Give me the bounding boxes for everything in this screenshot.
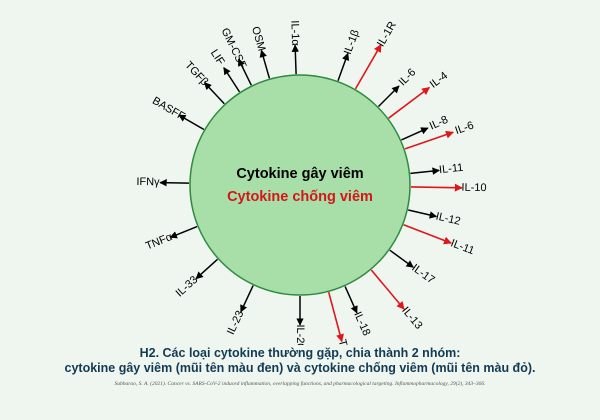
arrow-anti-4: [388, 86, 431, 119]
arrow-pro-3: [377, 85, 400, 108]
cytokine-label-15: IL-20: [294, 324, 306, 345]
cytokine-label-4: IL-4: [428, 70, 450, 91]
arrow-pro-17: [195, 258, 219, 280]
cytokine-label-5: IL-8: [428, 114, 450, 133]
cytokine-label-18: TNFα: [144, 231, 175, 253]
cytokine-label-0: IL-1α: [288, 20, 301, 46]
cytokine-label-14: TNFβ: [336, 338, 355, 345]
cytokine-label-6: IL-6: [454, 120, 476, 138]
cytokine-label-22: LIF: [208, 48, 227, 68]
cytokine-label-13: IL-18: [351, 310, 372, 338]
cytokine-diagram: Cytokine gây viêm Cytokine chống viêm IL…: [136, 20, 486, 345]
cytokine-label-3: IL-6: [396, 66, 418, 88]
cytokine-label-21: TGFβ: [182, 59, 210, 88]
pro-inflammatory-title: Cytokine gây viêm: [236, 166, 363, 182]
citation: Subbarao, S. A. (2021). Cancer vs. SARS-…: [114, 381, 486, 387]
arrow-pro-21: [203, 82, 225, 105]
caption-line-2: cytokine gây viêm (mũi tên màu đen) và c…: [64, 361, 536, 375]
cytokine-label-9: IL-12: [435, 210, 462, 227]
arrow-anti-8: [410, 183, 463, 192]
cytokine-label-23: GM-CSF: [219, 26, 249, 71]
arrow-pro-16: [240, 285, 254, 313]
arrow-pro-22: [223, 66, 241, 93]
arrow-pro-9: [408, 209, 438, 219]
arrow-pro-0: [291, 44, 300, 75]
cytokine-label-10: IL-11: [449, 237, 476, 257]
arrow-pro-18: [169, 225, 198, 239]
cytokine-label-11: IL-17: [409, 262, 436, 286]
arrow-pro-7: [410, 167, 440, 175]
anti-inflammatory-title: Cytokine chống viêm: [227, 189, 373, 205]
arrow-pro-11: [389, 249, 414, 268]
arrow-pro-23: [237, 58, 252, 86]
cytokine-label-16: IL-23: [225, 309, 246, 337]
arrow-pro-24: [259, 49, 271, 79]
cytokine-label-2: IL-1R: [375, 20, 399, 49]
arrow-anti-10: [403, 224, 452, 245]
cytokine-arrows: [159, 44, 463, 343]
arrow-anti-14: [327, 291, 344, 343]
cell-circle: [189, 74, 411, 296]
cytokine-label-24: OSM: [249, 25, 267, 52]
arrow-anti-12: [370, 269, 405, 310]
arrow-anti-2: [354, 44, 382, 90]
cytokine-label-12: IL-13: [399, 305, 424, 332]
arrow-pro-19: [159, 178, 190, 187]
cytokine-label-1: IL-1β: [342, 28, 362, 56]
cytokine-label-7: IL-11: [438, 162, 463, 176]
arrow-pro-20: [178, 114, 205, 131]
arrow-anti-6: [404, 130, 454, 150]
arrow-pro-5: [401, 127, 429, 141]
arrow-pro-13: [344, 286, 358, 314]
cytokine-label-20: BASFF: [150, 95, 187, 123]
arrow-pro-1: [337, 52, 350, 81]
cytokine-label-19: IFNγ: [136, 176, 160, 188]
cytokine-label-8: IL-10: [461, 182, 486, 194]
caption-line-1: H2. Các loại cytokine thường gặp, chia t…: [139, 346, 461, 360]
